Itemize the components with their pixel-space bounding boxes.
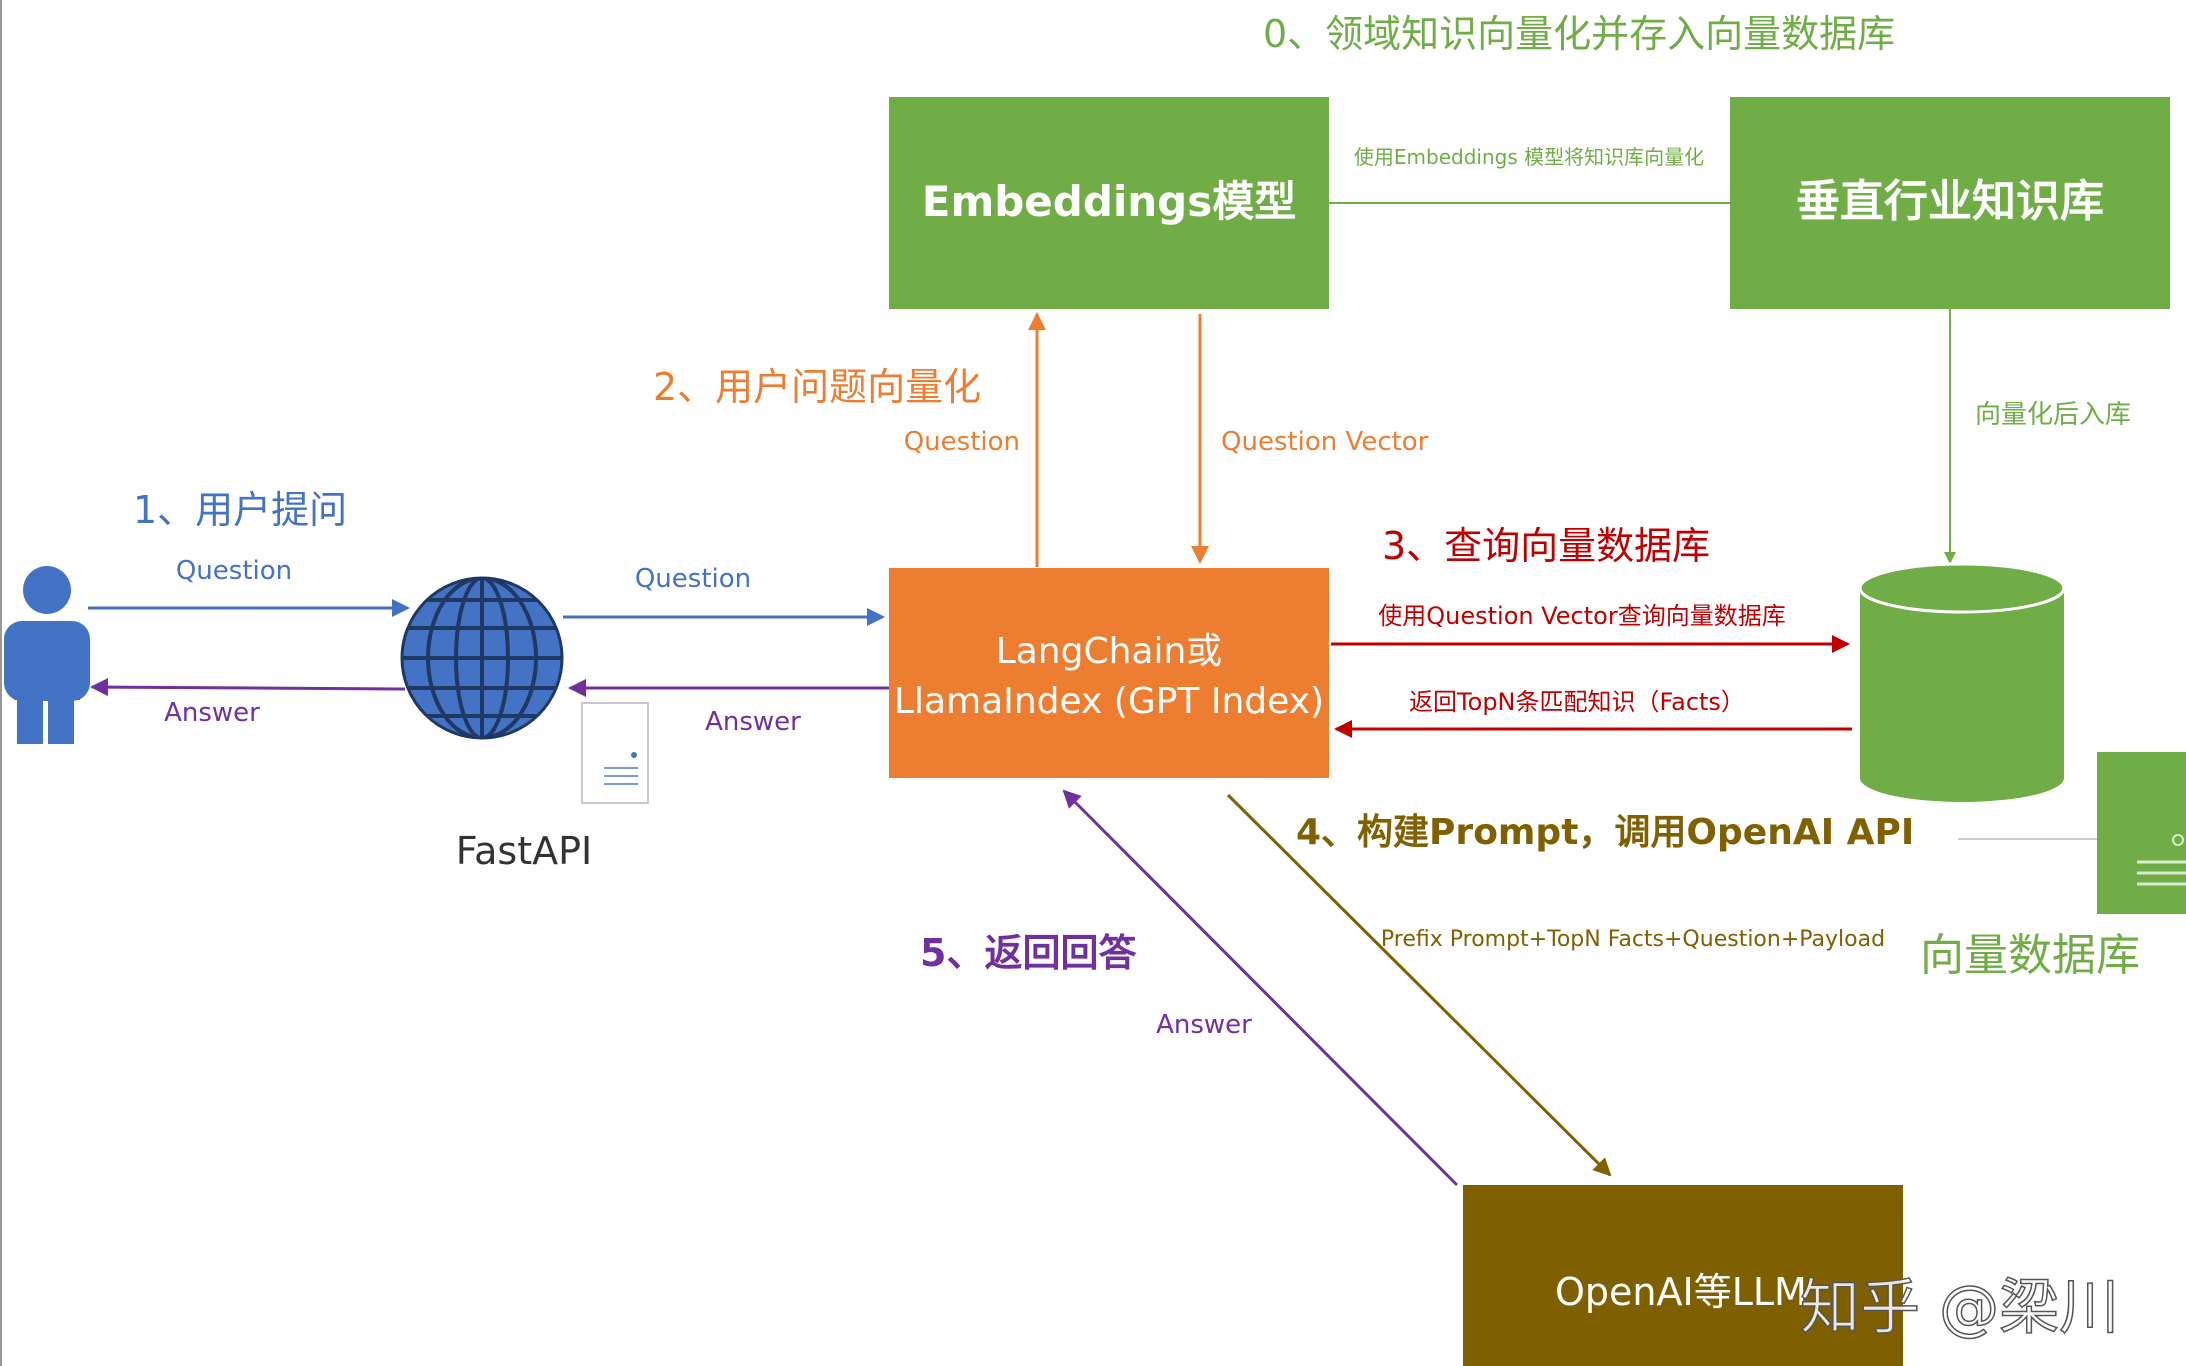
- watermark: 知乎 @梁川: [1800, 1273, 2119, 1343]
- step2-title: 2、用户问题向量化: [653, 365, 981, 409]
- llm-to-lc-arrow: [1062, 789, 1459, 1187]
- fastapi-to-user-arrow: [90, 678, 406, 697]
- langchain-node: LangChain或 LlamaIndex (GPT Index): [889, 568, 1329, 778]
- step4-title: 4、构建Prompt，调用OpenAI API: [1296, 812, 1914, 853]
- langchain-label-line2: LlamaIndex (GPT Index): [894, 681, 1324, 722]
- fastapi-to-user-label: Answer: [164, 698, 260, 728]
- server-icon: [581, 702, 649, 804]
- user-icon: [4, 566, 90, 744]
- lc-to-llm-label: Prefix Prompt+TopN Facts+Question+Payloa…: [1381, 927, 1885, 952]
- embeddings-label: Embeddings模型: [922, 177, 1297, 226]
- vector-db-cylinder: [1858, 562, 2066, 802]
- kb-to-db-label: 向量化后入库: [1975, 400, 2131, 430]
- openai-label: OpenAI等LLM: [1555, 1270, 1807, 1314]
- document-icon: [2097, 752, 2186, 914]
- lc-to-llm-arrow: [1226, 793, 1612, 1177]
- embed-to-lc-label: Question Vector: [1221, 427, 1429, 457]
- knowledge-base-label: 垂直行业知识库: [1796, 176, 2104, 227]
- knowledge-base-node: 垂直行业知识库: [1730, 97, 2170, 309]
- lc-to-fastapi-label: Answer: [705, 707, 801, 737]
- globe-icon: [400, 576, 564, 740]
- user-to-fastapi-label: Question: [176, 556, 292, 586]
- llm-to-lc-label: Answer: [1156, 1010, 1252, 1040]
- step1-title: 1、用户提问: [133, 488, 347, 532]
- lc-to-embed-label: Question: [904, 427, 1020, 457]
- fastapi-to-lc-label: Question: [635, 564, 751, 594]
- langchain-label-line1: LangChain或: [996, 631, 1223, 672]
- lc-to-db-label: 使用Question Vector查询向量数据库: [1378, 602, 1785, 630]
- fastapi-label: FastAPI: [456, 829, 592, 873]
- embeddings-node: Embeddings模型: [889, 97, 1329, 309]
- openai-node: OpenAI等LLM: [1463, 1185, 1903, 1366]
- step5-title: 5、返回回答: [920, 931, 1137, 975]
- step0-title: 0、领域知识向量化并存入向量数据库: [1263, 12, 1895, 56]
- embed-kb-label: 使用Embeddings 模型将知识库向量化: [1354, 145, 1704, 169]
- db-to-lc-label: 返回TopN条匹配知识（Facts）: [1409, 688, 1745, 716]
- step3-title: 3、查询向量数据库: [1382, 524, 1710, 568]
- vector-db-label: 向量数据库: [1920, 930, 2140, 981]
